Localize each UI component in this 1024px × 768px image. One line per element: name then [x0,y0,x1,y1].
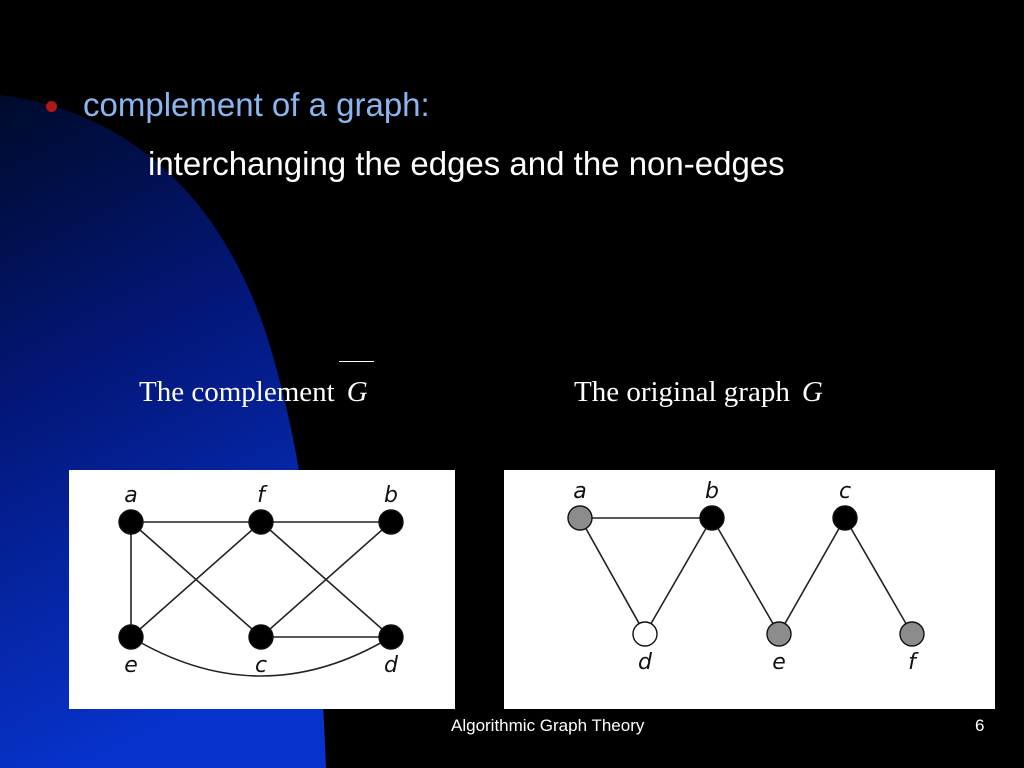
complement-vertex-c [248,624,274,650]
caption-complement-text: The complement [139,376,335,408]
complement-graph-panel: a f b e c d [69,470,455,709]
caption-complement: The complement G [139,361,374,409]
original-vertex-b [699,505,725,531]
complement-bar [338,361,374,362]
complement-vertex-label-b: b [384,483,398,508]
bullet-item: complement of a graph: [46,86,430,124]
original-edge-c-e [778,517,846,635]
caption-original-text: The original graph [574,376,790,408]
complement-edge-e-d [130,636,392,677]
original-edge-a-d [579,517,646,635]
complement-vertex-a [118,509,144,535]
original-vertex-label-c: c [839,479,851,504]
original-edge-c-f [844,517,913,635]
original-vertex-a [567,505,593,531]
caption-complement-symbol: G [338,361,374,408]
complement-symbol-letter: G [346,376,368,408]
original-vertex-label-b: b [705,479,719,504]
footer-title: Algorithmic Graph Theory [451,716,645,735]
original-vertex-label-e: e [772,650,786,675]
original-vertex-label-a: a [573,479,586,504]
complement-edge-f-e [130,521,262,638]
complement-vertex-label-d: d [384,653,399,678]
bullet-dot-icon [46,100,57,112]
original-edge-b-e [711,517,780,635]
original-edge-b-d [644,517,713,635]
original-vertex-label-f: f [908,650,919,675]
bullet-text: complement of a graph: [83,86,430,123]
original-vertex-f [899,621,925,647]
complement-vertex-b [378,509,404,535]
original-vertex-e [766,621,792,647]
caption-original-symbol: G [801,376,823,408]
original-vertex-c [832,505,858,531]
slide-number: 6 [975,716,985,735]
complement-vertex-label-a: a [124,483,137,508]
complement-vertex-d [378,624,404,650]
complement-vertex-e [118,624,144,650]
caption-original: The original graph G [574,376,823,409]
sub-bullet-text: interchanging the edges and the non-edge… [148,145,785,182]
original-graph-panel: a b c d e f [504,470,995,709]
complement-graph: a f b e c d [118,483,404,678]
original-vertex-label-d: d [638,650,653,675]
original-graph: a b c d e f [567,479,925,675]
complement-vertex-label-e: e [124,653,138,678]
complement-vertex-label-f: f [257,483,268,508]
complement-vertex-f [248,509,274,535]
original-vertex-d [632,621,658,647]
complement-vertex-label-c: c [255,653,267,678]
complement-edge-b-c [260,521,392,638]
